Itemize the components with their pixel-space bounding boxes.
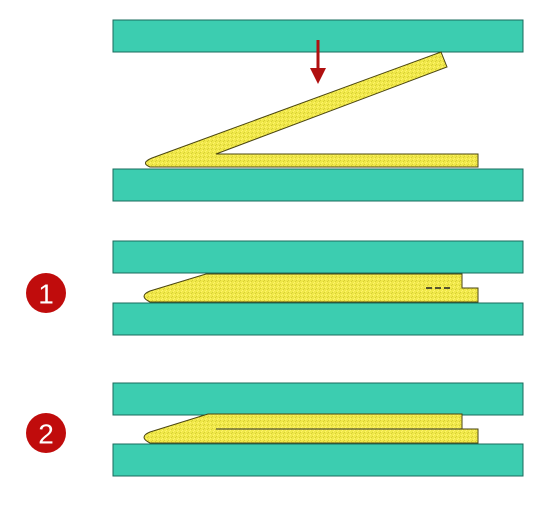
- arrow-down-icon: [310, 40, 326, 84]
- upper-die: [112, 382, 524, 416]
- stage-2: 2: [26, 382, 524, 477]
- sheet-metal-part: [145, 51, 479, 168]
- upper-die: [112, 240, 524, 274]
- stage-initial: [112, 19, 524, 202]
- sheet-metal-part: [143, 273, 479, 303]
- step-badge-1: 1: [26, 273, 66, 313]
- stage-1: 1: [26, 240, 524, 336]
- lower-die: [112, 168, 524, 202]
- lower-die: [112, 302, 524, 336]
- svg-text:1: 1: [38, 279, 54, 310]
- lower-die: [112, 443, 524, 477]
- svg-text:2: 2: [38, 419, 54, 450]
- step-badge-2: 2: [26, 413, 66, 453]
